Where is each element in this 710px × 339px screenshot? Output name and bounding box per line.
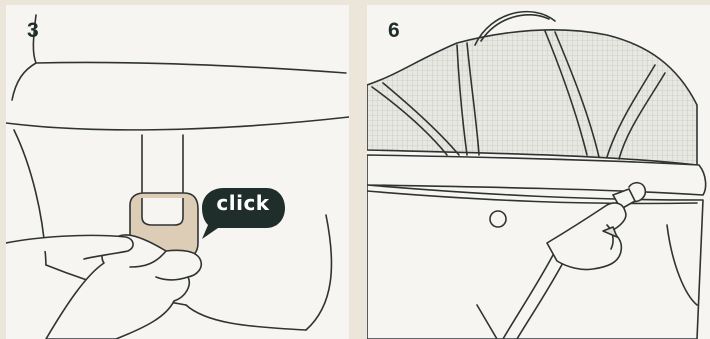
pivot-icon (490, 211, 506, 227)
bassinet-hook-illustration (367, 5, 710, 339)
step-number: 3 (27, 19, 39, 43)
strap-buckle-illustration (6, 5, 349, 339)
step-3-panel: 3 click (6, 5, 349, 339)
canopy-mesh (367, 30, 697, 165)
step-6-panel: 6 (367, 5, 710, 339)
hand-icon (6, 235, 201, 339)
click-label: click (209, 191, 277, 215)
step-number: 6 (388, 19, 400, 43)
